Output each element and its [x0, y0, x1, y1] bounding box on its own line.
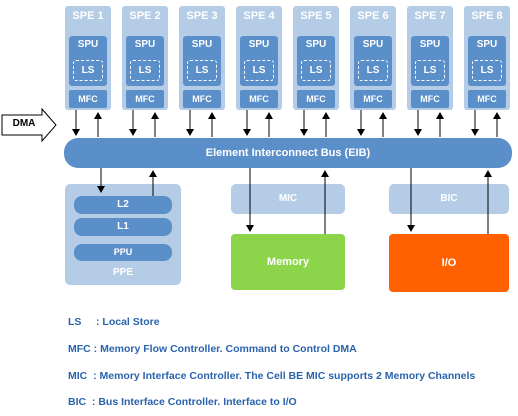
legend-ls: LS : Local Store: [68, 316, 160, 328]
spu-box: SPU LS: [354, 36, 392, 86]
local-store: LS: [130, 60, 160, 81]
spu-label: SPU: [362, 39, 384, 50]
mfc-box: MFC: [468, 90, 506, 108]
spe-label: SPE 4: [243, 10, 275, 22]
spu-label: SPU: [419, 39, 441, 50]
spe-block: SPE 2 SPU LS MFC: [122, 6, 168, 110]
local-store: LS: [244, 60, 274, 81]
spe-block: SPE 8 SPU LS MFC: [464, 6, 510, 110]
spe-label: SPE 3: [186, 10, 218, 22]
mfc-box: MFC: [411, 90, 449, 108]
spu-box: SPU LS: [411, 36, 449, 86]
mfc-box: MFC: [297, 90, 335, 108]
spu-box: SPU LS: [183, 36, 221, 86]
mfc-box: MFC: [126, 90, 164, 108]
dma-label: DMA: [12, 118, 36, 129]
legend-mfc: MFC : Memory Flow Controller. Command to…: [68, 343, 357, 355]
mfc-box: MFC: [69, 90, 107, 108]
mfc-box: MFC: [354, 90, 392, 108]
eib-bus: Element Interconnect Bus (EIB): [64, 138, 512, 168]
legend-bic: BIC : Bus Interface Controller. Interfac…: [68, 396, 297, 408]
spe-label: SPE 8: [471, 10, 503, 22]
local-store: LS: [358, 60, 388, 81]
legend-mic: MIC : Memory Interface Controller. The C…: [68, 370, 476, 382]
spe-block: SPE 1 SPU LS MFC: [65, 6, 111, 110]
ppu-unit: PPU: [74, 244, 172, 261]
memory-box: Memory: [231, 234, 345, 290]
spe-label: SPE 5: [300, 10, 332, 22]
spe-block: SPE 6 SPU LS MFC: [350, 6, 396, 110]
spe-label: SPE 2: [129, 10, 161, 22]
ppe-block: L2 L1 PPU PPE: [65, 184, 181, 285]
spu-label: SPU: [305, 39, 327, 50]
mfc-box: MFC: [240, 90, 278, 108]
dma-arrow-icon: [1, 107, 57, 143]
spu-box: SPU LS: [468, 36, 506, 86]
spe-label: SPE 1: [72, 10, 104, 22]
spu-box: SPU LS: [240, 36, 278, 86]
spe-block: SPE 5 SPU LS MFC: [293, 6, 339, 110]
spu-label: SPU: [248, 39, 270, 50]
spu-label: SPU: [191, 39, 213, 50]
spe-block: SPE 7 SPU LS MFC: [407, 6, 453, 110]
spu-label: SPU: [77, 39, 99, 50]
io-box: I/O: [389, 234, 509, 292]
spu-box: SPU LS: [126, 36, 164, 86]
local-store: LS: [415, 60, 445, 81]
ppe-label: PPE: [112, 267, 133, 278]
l1-cache: L1: [74, 218, 172, 236]
spu-box: SPU LS: [297, 36, 335, 86]
spe-block: SPE 3 SPU LS MFC: [179, 6, 225, 110]
spu-label: SPU: [134, 39, 156, 50]
spe-block: SPE 4 SPU LS MFC: [236, 6, 282, 110]
bic-box: BIC: [389, 184, 509, 214]
spu-label: SPU: [476, 39, 498, 50]
spe-label: SPE 7: [414, 10, 446, 22]
local-store: LS: [472, 60, 502, 81]
spe-label: SPE 6: [357, 10, 389, 22]
spu-box: SPU LS: [69, 36, 107, 86]
local-store: LS: [73, 60, 103, 81]
local-store: LS: [187, 60, 217, 81]
local-store: LS: [301, 60, 331, 81]
mfc-box: MFC: [183, 90, 221, 108]
l2-cache: L2: [74, 196, 172, 214]
